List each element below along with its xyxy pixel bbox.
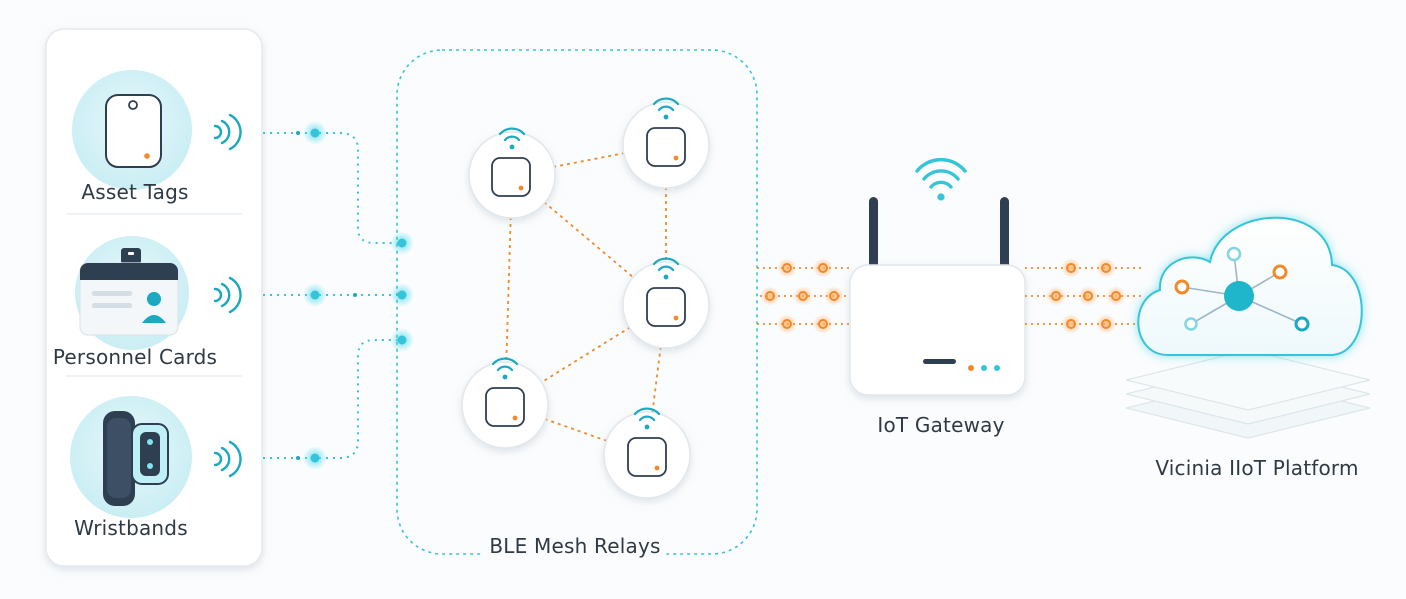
- ble-relay: [468, 127, 556, 219]
- mesh-label: BLE Mesh Relays: [483, 534, 667, 558]
- gateway-label: IoT Gateway: [877, 413, 1005, 437]
- signal-waves-icon: [213, 113, 242, 151]
- ble-relay: [622, 97, 710, 189]
- platform-stack: [1125, 349, 1371, 439]
- ble-relay: [603, 407, 691, 499]
- wifi-dot: [937, 193, 945, 201]
- ble-relay: [622, 257, 710, 349]
- device-to-mesh-links: [263, 132, 402, 459]
- wifi-icon: [915, 157, 967, 189]
- ble-relay: [461, 357, 549, 449]
- wristband-icon: [70, 396, 192, 518]
- cloud-network-icon: [1137, 216, 1363, 356]
- orange-link-nodes: [1046, 258, 1126, 334]
- signal-waves-icon: [213, 440, 242, 478]
- link-glow-nodes: [296, 121, 414, 470]
- wristbands-label: Wristbands: [74, 516, 188, 540]
- personnel-cards-label: Personnel Cards: [52, 345, 218, 369]
- asset-tags-label: Asset Tags: [81, 180, 189, 204]
- platform-label: Vicinia IIoT Platform: [1155, 456, 1359, 480]
- signal-waves-icon: [213, 276, 242, 314]
- orange-link-nodes: [760, 258, 844, 334]
- id-card-icon: [75, 236, 189, 350]
- asset-tag-icon: [72, 70, 192, 190]
- router-icon: [849, 197, 1026, 396]
